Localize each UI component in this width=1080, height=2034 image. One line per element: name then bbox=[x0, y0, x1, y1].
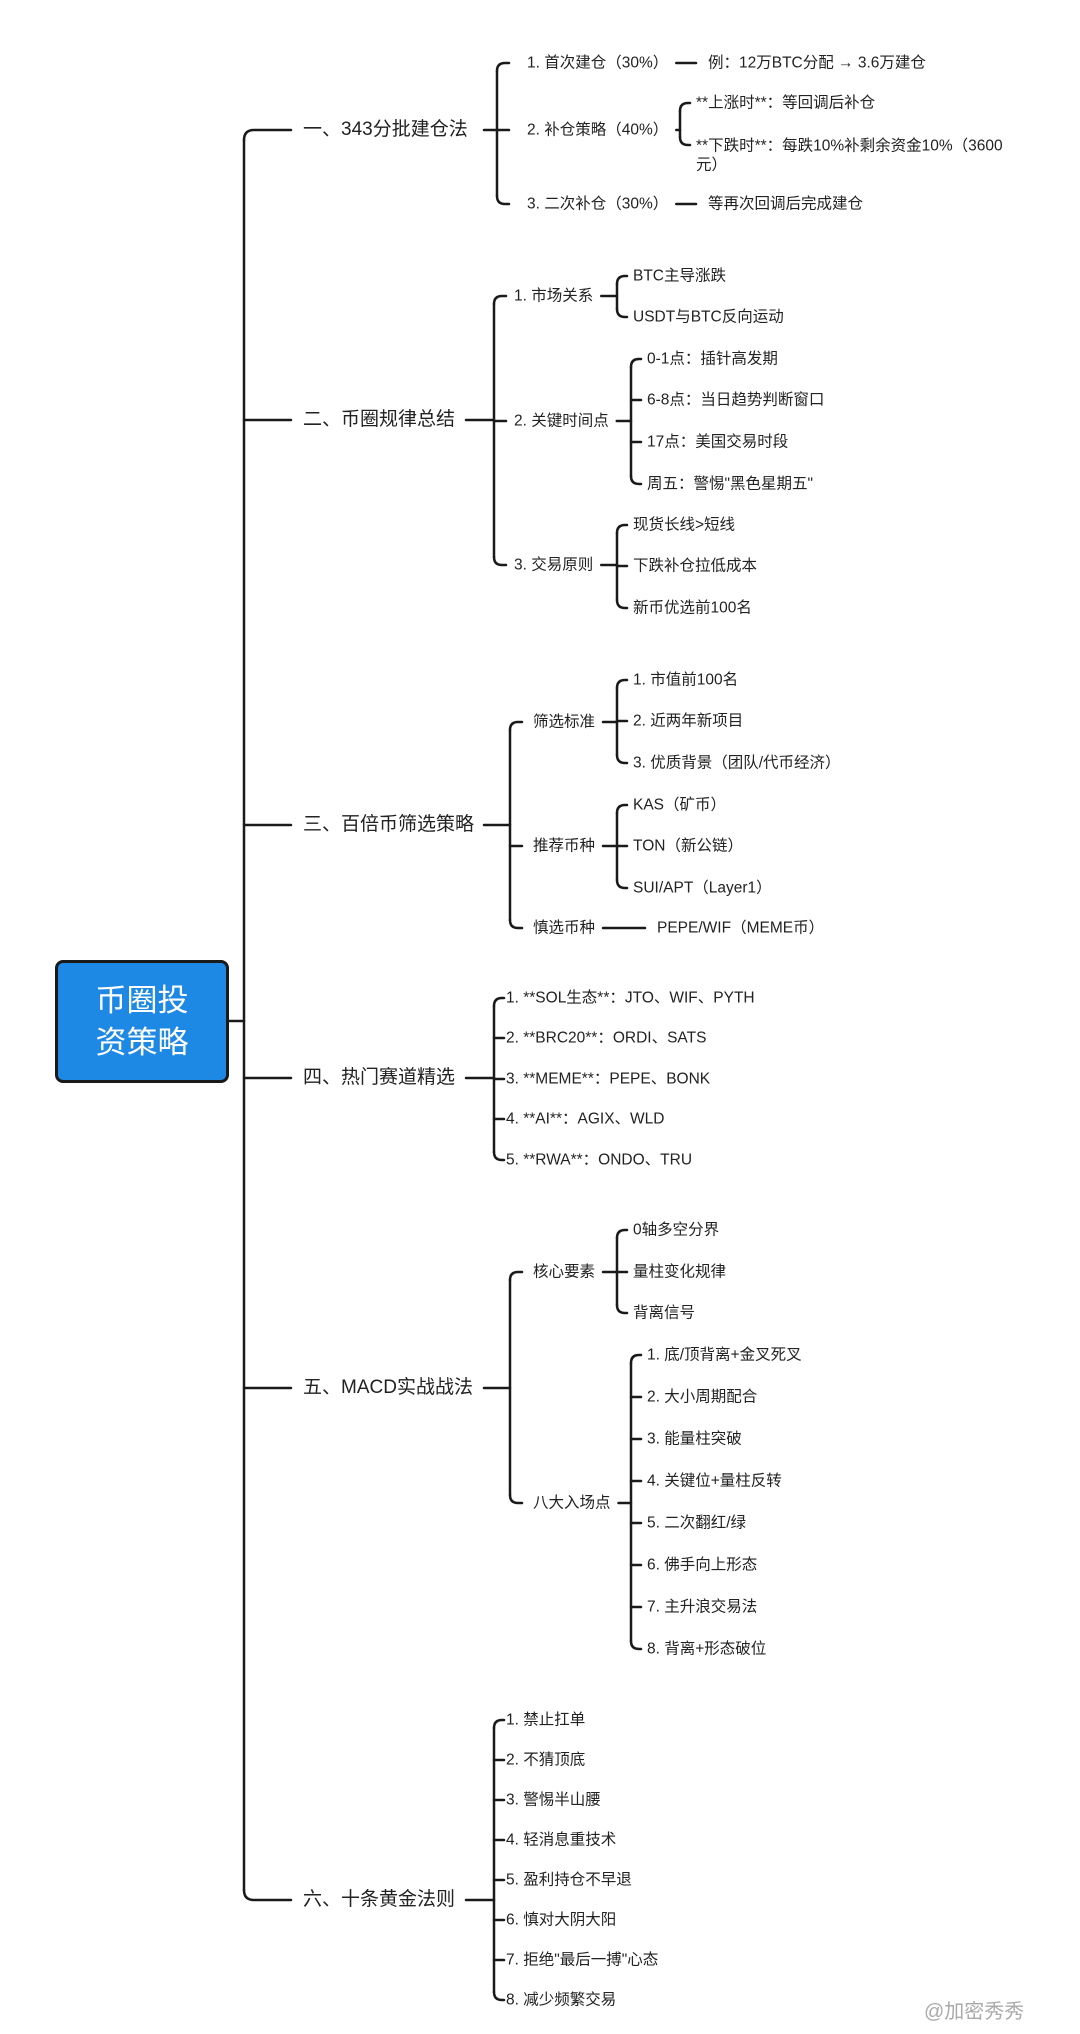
branch-3-sub-2-leaf-2[interactable]: TON（新公链） bbox=[633, 837, 743, 855]
branch-3-sub-2[interactable]: 推荐币种 bbox=[533, 837, 596, 855]
branch-6-bracket bbox=[492, 1990, 506, 2002]
branch-2-sub-3[interactable]: 3. 交易原则 bbox=[514, 556, 594, 574]
branch-1-sub-2-leaf-2[interactable]: **下跌时**：每跌10%补剩余资金10%（3600元） bbox=[696, 137, 1003, 174]
branch-5-sub-1[interactable]: 核心要素 bbox=[533, 1263, 596, 1281]
branch-2-sub-2-bracket bbox=[629, 474, 643, 486]
branch-3-label[interactable]: 三、百倍币筛选策略 bbox=[303, 814, 475, 836]
branch-6-item-1[interactable]: 1. 禁止扛单 bbox=[506, 1711, 586, 1729]
root-node[interactable]: 币圈投资策略 bbox=[55, 960, 229, 1083]
branch-3-sub-1-leaf-2[interactable]: 2. 近两年新项目 bbox=[633, 712, 744, 730]
branch-5-sub-2-leaf-6[interactable]: 6. 佛手向上形态 bbox=[647, 1556, 758, 1574]
branch-3-bracket bbox=[508, 720, 524, 732]
branch-6-item-6[interactable]: 6. 慎对大阴大阳 bbox=[506, 1911, 617, 1929]
branch-6-item-3[interactable]: 3. 警惕半山腰 bbox=[506, 1791, 601, 1809]
branch-5-bracket bbox=[508, 1270, 524, 1282]
branch-6-bracket bbox=[492, 1718, 506, 1730]
branch-5-sub-2-leaf-2[interactable]: 2. 大小周期配合 bbox=[647, 1388, 758, 1406]
branch-5-sub-2-leaf-3[interactable]: 3. 能量柱突破 bbox=[647, 1430, 742, 1448]
branch-2-label[interactable]: 二、币圈规律总结 bbox=[303, 409, 456, 431]
branch-1-sub-3-leaf-1[interactable]: 等再次回调后完成建仓 bbox=[708, 195, 864, 213]
branch-5-sub-2-leaf-7[interactable]: 7. 主升浪交易法 bbox=[647, 1598, 758, 1616]
branch-2-sub-1-leaf-1[interactable]: BTC主导涨跌 bbox=[633, 267, 727, 285]
branch-1-sub-2[interactable]: 2. 补仓策略（40%） bbox=[527, 121, 669, 139]
branch-1-sub-2-leaf-1[interactable]: **上涨时**：等回调后补仓 bbox=[696, 94, 876, 112]
branch-3-sub-3-leaf-1[interactable]: PEPE/WIF（MEME币） bbox=[657, 919, 825, 937]
trunk-connector bbox=[242, 1888, 293, 1902]
branch-3-sub-1-bracket bbox=[615, 753, 629, 765]
branch-4-label[interactable]: 四、热门赛道精选 bbox=[303, 1067, 456, 1089]
branch-3-bracket bbox=[508, 918, 524, 930]
branch-2-sub-2-bracket bbox=[629, 357, 643, 369]
branch-5-sub-2[interactable]: 八大入场点 bbox=[533, 1494, 611, 1512]
branch-6-item-4[interactable]: 4. 轻消息重技术 bbox=[506, 1831, 617, 1849]
branch-6-item-8[interactable]: 8. 减少频繁交易 bbox=[506, 1991, 617, 2009]
branch-2-sub-2-leaf-1[interactable]: 0-1点：插针高发期 bbox=[647, 350, 778, 368]
branch-5-label[interactable]: 五、MACD实战战法 bbox=[303, 1377, 473, 1399]
branch-2-sub-2-leaf-3[interactable]: 17点：美国交易时段 bbox=[647, 433, 789, 451]
branch-2-sub-3-leaf-2[interactable]: 下跌补仓拉低成本 bbox=[633, 557, 758, 575]
branch-2-sub-1-leaf-2[interactable]: USDT与BTC反向运动 bbox=[633, 308, 784, 326]
branch-2-sub-3-leaf-3[interactable]: 新币优选前100名 bbox=[633, 599, 752, 617]
branch-5-sub-2-leaf-4[interactable]: 4. 关键位+量柱反转 bbox=[647, 1472, 782, 1490]
branch-4-item-3[interactable]: 3. **MEME**：PEPE、BONK bbox=[506, 1070, 711, 1088]
branch-4-bracket bbox=[492, 996, 506, 1008]
branch-4-item-1[interactable]: 1. **SOL生态**：JTO、WIF、PYTH bbox=[506, 989, 755, 1007]
branch-4-bracket bbox=[492, 1150, 506, 1162]
branch-4-item-4[interactable]: 4. **AI**：AGIX、WLD bbox=[506, 1110, 665, 1128]
branch-1-label[interactable]: 一、343分批建仓法 bbox=[303, 119, 468, 141]
branch-5-sub-2-leaf-5[interactable]: 5. 二次翻红/绿 bbox=[647, 1514, 747, 1532]
branch-1-sub-2-bracket bbox=[678, 135, 692, 147]
branch-5-sub-2-bracket bbox=[629, 1353, 643, 1365]
branch-5-sub-1-leaf-2[interactable]: 量柱变化规律 bbox=[633, 1263, 727, 1281]
trunk-connector bbox=[242, 128, 293, 142]
branch-5-sub-1-leaf-3[interactable]: 背离信号 bbox=[633, 1304, 696, 1322]
branch-6-item-5[interactable]: 5. 盈利持仓不早退 bbox=[506, 1871, 632, 1889]
branch-2-sub-3-bracket bbox=[615, 598, 629, 610]
branch-3-sub-1-leaf-1[interactable]: 1. 市值前100名 bbox=[633, 671, 739, 689]
branch-3-sub-2-leaf-3[interactable]: SUI/APT（Layer1） bbox=[633, 879, 772, 897]
branch-2-sub-3-bracket bbox=[615, 523, 629, 535]
root-label: 币圈投资策略 bbox=[95, 982, 189, 1060]
branch-2-sub-2[interactable]: 2. 关键时间点 bbox=[514, 412, 609, 430]
branch-6-item-2[interactable]: 2. 不猜顶底 bbox=[506, 1751, 586, 1769]
branch-1-bracket bbox=[495, 61, 511, 73]
branch-3-sub-2-bracket bbox=[615, 878, 629, 890]
watermark: @加密秀秀 bbox=[924, 1995, 1024, 2024]
branch-1-sub-1-leaf-1[interactable]: 例：12万BTC分配 → 3.6万建仓 bbox=[708, 54, 926, 72]
branch-5-sub-1-bracket bbox=[615, 1303, 629, 1315]
branch-6-label[interactable]: 六、十条黄金法则 bbox=[303, 1889, 456, 1911]
branch-6-item-7[interactable]: 7. 拒绝"最后一搏"心态 bbox=[506, 1951, 659, 1969]
branch-1-sub-1[interactable]: 1. 首次建仓（30%） bbox=[527, 54, 669, 72]
branch-2-bracket bbox=[492, 294, 508, 306]
branch-2-sub-2-leaf-4[interactable]: 周五：警惕"黑色星期五" bbox=[647, 475, 814, 493]
branch-1-bracket bbox=[495, 194, 511, 206]
branch-1-sub-2-bracket bbox=[678, 101, 692, 113]
branch-5-sub-2-leaf-8[interactable]: 8. 背离+形态破位 bbox=[647, 1640, 767, 1658]
branch-2-sub-1[interactable]: 1. 市场关系 bbox=[514, 287, 594, 305]
branch-3-sub-1[interactable]: 筛选标准 bbox=[533, 713, 596, 731]
branch-3-sub-1-bracket bbox=[615, 678, 629, 690]
branch-5-sub-2-leaf-1[interactable]: 1. 底/顶背离+金叉死叉 bbox=[647, 1346, 802, 1364]
branch-5-sub-2-bracket bbox=[629, 1639, 643, 1651]
branch-3-sub-2-leaf-1[interactable]: KAS（矿币） bbox=[633, 796, 727, 814]
branch-2-sub-3-leaf-1[interactable]: 现货长线>短线 bbox=[633, 516, 736, 534]
branch-5-sub-1-bracket bbox=[615, 1228, 629, 1240]
watermark-text: @加密秀秀 bbox=[924, 2001, 1025, 2023]
branch-3-sub-1-leaf-3[interactable]: 3. 优质背景（团队/代币经济） bbox=[633, 754, 841, 772]
branch-3-sub-2-bracket bbox=[615, 803, 629, 815]
branch-2-bracket bbox=[492, 555, 508, 567]
branch-4-item-2[interactable]: 2. **BRC20**：ORDI、SATS bbox=[506, 1029, 707, 1047]
branch-4-item-5[interactable]: 5. **RWA**：ONDO、TRU bbox=[506, 1151, 693, 1169]
branch-2-sub-1-bracket bbox=[615, 307, 629, 319]
branch-5-sub-1-leaf-1[interactable]: 0轴多空分界 bbox=[633, 1221, 720, 1239]
branch-3-sub-3[interactable]: 慎选币种 bbox=[533, 919, 596, 937]
branch-1-sub-3[interactable]: 3. 二次补仓（30%） bbox=[527, 195, 669, 213]
branch-5-bracket bbox=[508, 1493, 524, 1505]
branch-2-sub-1-bracket bbox=[615, 274, 629, 286]
branch-2-sub-2-leaf-2[interactable]: 6-8点：当日趋势判断窗口 bbox=[647, 391, 825, 409]
